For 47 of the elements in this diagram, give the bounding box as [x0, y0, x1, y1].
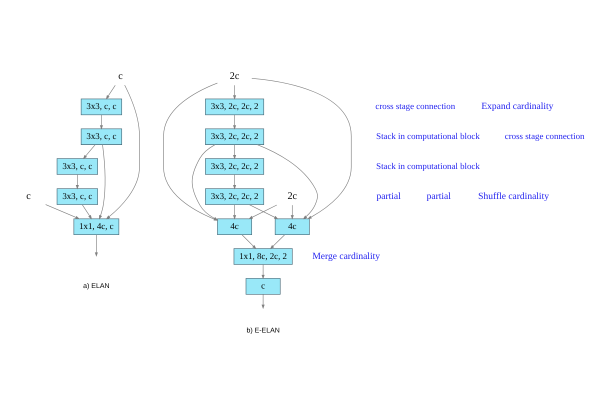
arrow — [106, 84, 140, 219]
node-box: 1x1, 8c, 2c, 2 — [234, 248, 293, 264]
arrow — [262, 264, 265, 279]
label: partial — [376, 191, 401, 202]
arrow — [233, 144, 236, 159]
node-box: 3x3, 2c, 2c, 2 — [205, 188, 264, 204]
arrow — [94, 234, 98, 256]
label: Expand cardinality — [481, 102, 554, 112]
label: partial — [426, 191, 451, 202]
arrow — [82, 204, 92, 219]
node-box: 3x3, c, c — [80, 98, 122, 115]
arrow — [233, 204, 236, 220]
arrow — [45, 204, 80, 219]
node-box: 3x3, 2c, 2c, 2 — [205, 158, 264, 174]
arrow — [233, 84, 236, 100]
node-text: 2c — [230, 70, 240, 82]
arrow — [233, 114, 236, 130]
node-box: 3x3, c, c — [56, 188, 98, 204]
arrow — [100, 114, 103, 130]
arrow — [99, 144, 106, 220]
node-text: c — [118, 70, 123, 82]
arrow — [257, 144, 318, 219]
node-box: 3x3, c, c — [80, 128, 122, 144]
node-box: 1x1, 4c, c — [74, 218, 120, 234]
label: Shuffle cardinality — [478, 191, 549, 202]
node-box: 4c — [217, 218, 252, 234]
node-box: 3x3, c, c — [56, 158, 98, 174]
arrow — [106, 84, 116, 100]
node-box: 3x3, 2c, 2c, 2 — [205, 128, 264, 144]
arrow — [233, 174, 236, 190]
node-box: 3x3, 2c, 2c, 2 — [205, 98, 264, 115]
node-box: c — [246, 278, 281, 294]
arrow — [290, 204, 294, 220]
arrow — [82, 144, 96, 159]
node-text: c — [26, 190, 31, 202]
label: Stack in computational block — [376, 160, 480, 170]
node-box: 4c — [274, 218, 310, 234]
arrow — [251, 78, 352, 219]
label: Merge cardinality — [312, 251, 380, 262]
label: cross stage connection — [504, 130, 584, 141]
arrow — [76, 174, 79, 190]
node-text: 2c — [288, 190, 298, 202]
arrow — [262, 294, 265, 309]
arrow — [270, 234, 285, 249]
arrow — [242, 234, 256, 249]
label: cross stage connection — [375, 100, 456, 111]
label: Stack in computational block — [376, 130, 480, 141]
